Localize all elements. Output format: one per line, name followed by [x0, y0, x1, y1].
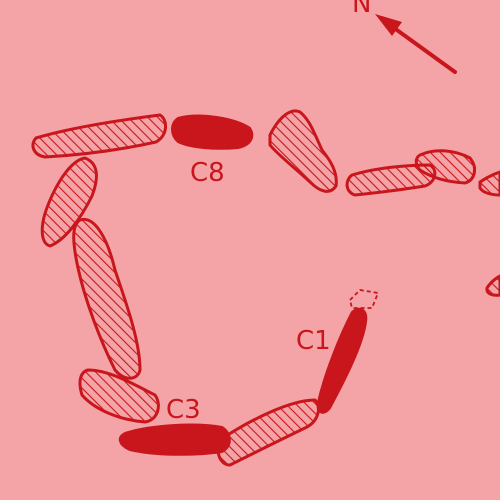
label-c8: C8 [190, 158, 225, 188]
north-arrow [375, 14, 457, 74]
stone-edge-right [478, 170, 500, 197]
stone-left-long [72, 217, 142, 380]
stone-c1 [316, 307, 368, 414]
label-c3: C3 [166, 395, 201, 425]
stone-c3 [118, 423, 231, 456]
stone-c8 [171, 114, 254, 150]
stone-right-small [414, 149, 477, 185]
stone-top-left [31, 113, 167, 159]
stone-left-lower [78, 368, 160, 424]
label-c1: C1 [296, 326, 331, 356]
stone-right-mid [345, 163, 437, 197]
stone-bottom-right [216, 398, 320, 467]
north-label: N [352, 0, 371, 19]
stone-left-upper [40, 156, 98, 248]
stone-edge-lower-right [485, 274, 500, 297]
stone-right-upper [268, 109, 338, 193]
